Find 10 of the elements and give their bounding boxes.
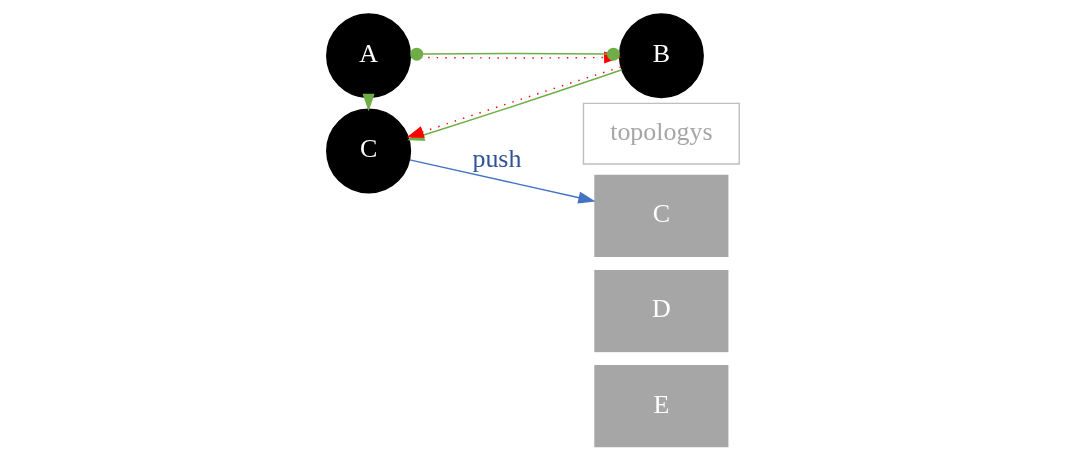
arrow [362,93,375,112]
connector [409,47,620,61]
arrow [408,159,596,204]
edge-label: push [471,144,521,174]
node-box: D [592,268,730,354]
node-circle: B [618,13,704,99]
node-box: topologys [582,102,740,165]
node-box: C [592,173,730,259]
node-box: E [592,363,730,449]
node-circle: C [325,108,411,194]
